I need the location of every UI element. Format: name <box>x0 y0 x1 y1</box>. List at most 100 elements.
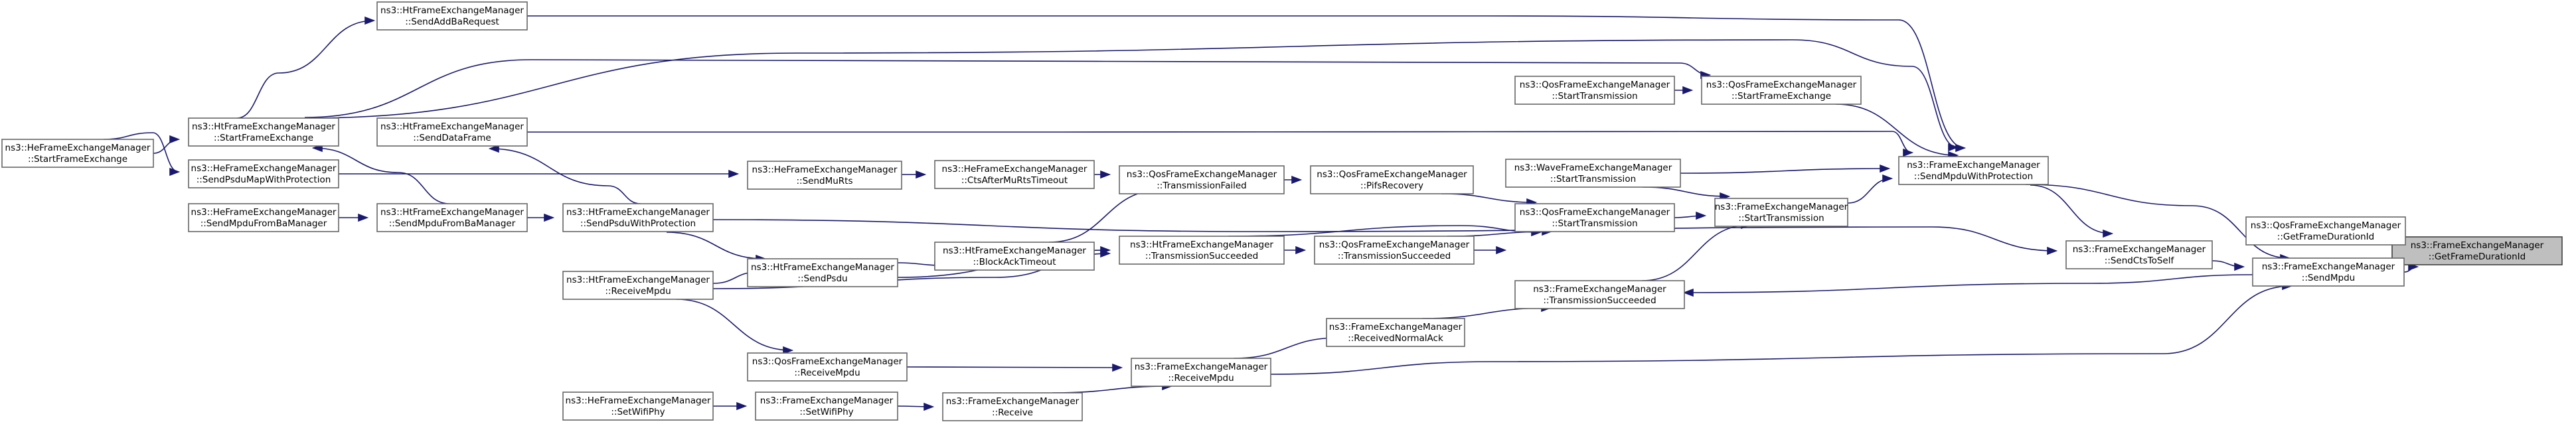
node-box <box>747 352 908 382</box>
node-class-label: ns3::QosFrameExchangeManager <box>752 356 903 367</box>
node-method-label: ::SendMpdu <box>2302 273 2355 283</box>
function-node[interactable]: ns3::QosFrameExchangeManager::PifsRecove… <box>1310 165 1474 194</box>
call-edge-n3-to-n4 <box>2030 184 2114 238</box>
arrow-head-icon <box>1112 363 1123 372</box>
node-box <box>376 203 528 232</box>
function-node[interactable]: ns3::HeFrameExchangeManager::SendMpduFro… <box>188 203 339 232</box>
function-node[interactable]: ns3::QosFrameExchangeManager::Transmissi… <box>1314 236 1475 265</box>
function-node[interactable]: ns3::HtFrameExchangeManager::SendPsduWit… <box>562 203 714 232</box>
node-box <box>1714 198 1848 227</box>
edge-line <box>236 20 374 119</box>
node-class-label: ns3::HtFrameExchangeManager <box>380 5 524 16</box>
function-node[interactable]: ns3::FrameExchangeManager::SendMpdu <box>2252 257 2405 287</box>
node-method-label: ::SetWifiPhy <box>611 407 665 417</box>
function-node[interactable]: ns3::HtFrameExchangeManager::SendDataFra… <box>376 117 528 147</box>
edge-line <box>906 366 1122 368</box>
function-node[interactable]: ns3::HtFrameExchangeManager::ReceiveMpdu <box>562 271 714 300</box>
function-node[interactable]: ns3::FrameExchangeManager::TransmissionS… <box>1514 280 1685 309</box>
node-method-label: ::StartTransmission <box>1552 218 1637 229</box>
node-class-label: ns3::FrameExchangeManager <box>1329 322 1463 332</box>
call-edge-n4-to-n2 <box>2212 260 2245 271</box>
node-class-label: ns3::QosFrameExchangeManager <box>1317 169 1467 180</box>
edge-line <box>1847 178 1892 204</box>
function-node[interactable]: ns3::HeFrameExchangeManager::StartFrameE… <box>1 139 154 168</box>
node-class-label: ns3::HeFrameExchangeManager <box>191 207 337 218</box>
function-node[interactable]: ns3::QosFrameExchangeManager::StartFrame… <box>1701 76 1862 105</box>
node-class-label: ns3::HtFrameExchangeManager <box>1130 240 1273 250</box>
node-method-label: ::Receive <box>992 407 1033 418</box>
edge-line <box>1421 307 1551 319</box>
node-box <box>2391 236 2563 265</box>
node-class-label: ns3::QosFrameExchangeManager <box>1706 80 1857 90</box>
function-node[interactable]: ns3::FrameExchangeManager::SetWifiPhy <box>755 392 898 421</box>
function-node[interactable]: ns3::HtFrameExchangeManager::SendMpduFro… <box>376 203 528 232</box>
edge-line <box>1270 285 2292 375</box>
function-node[interactable]: ns3::HtFrameExchangeManager::SendPsdu <box>747 258 898 287</box>
arrow-head-icon <box>169 167 181 177</box>
call-edge-n10-to-n9 <box>236 16 376 119</box>
arrow-head-icon <box>1496 246 1507 255</box>
function-node[interactable]: ns3::HeFrameExchangeManager::SendPsduMap… <box>188 159 339 188</box>
edge-line <box>666 232 765 259</box>
node-box <box>755 392 898 421</box>
node-method-label: ::SendCtsToSelf <box>2105 255 2175 266</box>
function-node[interactable]: ns3::QosFrameExchangeManager::StartTrans… <box>1514 76 1675 105</box>
function-node[interactable]: ns3::FrameExchangeManager::SendMpduWithP… <box>1898 156 2049 185</box>
edge-line <box>1441 193 1536 203</box>
function-node[interactable]: ns3::QosFrameExchangeManager::GetFrameDu… <box>2245 216 2406 246</box>
arrow-head-icon <box>728 169 740 178</box>
edge-line <box>527 15 1965 149</box>
node-class-label: ns3::FrameExchangeManager <box>760 395 894 406</box>
function-node[interactable]: ns3::QosFrameExchangeManager::Transmissi… <box>1119 165 1285 194</box>
node-class-label: ns3::HtFrameExchangeManager <box>751 262 894 273</box>
edge-line <box>1641 224 1751 281</box>
function-node[interactable]: ns3::FrameExchangeManager::Receive <box>942 392 1083 421</box>
node-box <box>1314 236 1475 265</box>
call-edge-n33-to-n30 <box>1048 185 1164 243</box>
node-box <box>747 258 898 287</box>
function-node[interactable]: ns3::QosFrameExchangeManager::ReceiveMpd… <box>747 352 908 382</box>
function-node[interactable]: ns3::HtFrameExchangeManager::Transmissio… <box>1119 236 1285 265</box>
function-node[interactable]: ns3::HeFrameExchangeManager::CtsAfterMuR… <box>934 160 1095 189</box>
edge-line <box>675 299 793 351</box>
function-node[interactable]: ns3::FrameExchangeManager::SendCtsToSelf <box>2065 240 2213 269</box>
call-edge-n21-to-n20 <box>713 401 748 411</box>
function-node[interactable]: ns3::FrameExchangeManager::StartTransmis… <box>1714 198 1848 227</box>
function-node[interactable]: ns3::QosFrameExchangeManager::StartTrans… <box>1514 203 1675 232</box>
node-class-label: ns3::HtFrameExchangeManager <box>566 207 710 218</box>
function-node[interactable]: ns3::HeFrameExchangeManager::SendMuRts <box>747 161 902 190</box>
function-node[interactable]: ns3::FrameExchangeManager::ReceivedNorma… <box>1326 318 1465 347</box>
call-edge-n15-to-n6 <box>1474 246 1507 255</box>
arrow-head-icon <box>1100 249 1111 258</box>
node-method-label: ::SendMpduFromBaManager <box>201 218 327 229</box>
arrow-head-icon <box>544 213 555 222</box>
node-box <box>1505 159 1681 188</box>
node-class-label: ns3::HeFrameExchangeManager <box>191 163 337 174</box>
node-method-label: ::CtsAfterMuRtsTimeout <box>961 175 1068 186</box>
function-node[interactable]: ns3::HtFrameExchangeManager::BlockAckTim… <box>934 242 1095 271</box>
node-class-label: ns3::HtFrameExchangeManager <box>380 121 524 132</box>
function-node[interactable]: ns3::HeFrameExchangeManager::SetWifiPhy <box>562 392 714 421</box>
node-class-label: ns3::WaveFrameExchangeManager <box>1514 163 1672 173</box>
arrow-head-icon <box>1682 288 1694 297</box>
function-node[interactable]: ns3::HtFrameExchangeManager::SendAddBaRe… <box>376 1 528 31</box>
edge-line <box>103 132 179 173</box>
function-node[interactable]: ns3::HtFrameExchangeManager::StartFrameE… <box>188 117 339 147</box>
function-node[interactable]: ns3::FrameExchangeManager::ReceiveMpdu <box>1131 358 1271 387</box>
node-box <box>376 117 528 147</box>
node-method-label: ::GetFrameDurationId <box>2277 232 2374 242</box>
arrow-head-icon <box>1682 86 1694 95</box>
arrow-head-icon <box>783 346 794 355</box>
node-box <box>1898 156 2049 185</box>
edge-line <box>305 39 1958 148</box>
node-class-label: ns3::HtFrameExchangeManager <box>943 246 1086 256</box>
node-method-label: ::TransmissionSucceeded <box>1543 295 1656 306</box>
node-box <box>2065 240 2213 269</box>
function-node[interactable]: ns3::WaveFrameExchangeManager::StartTran… <box>1505 159 1681 188</box>
node-method-label: ::StartFrameExchange <box>214 133 313 143</box>
call-edge-n18-to-n19 <box>675 299 794 355</box>
arrow-head-icon <box>364 16 376 25</box>
node-class-label: ns3::QosFrameExchangeManager <box>1319 240 1470 250</box>
node-box <box>1 139 154 168</box>
